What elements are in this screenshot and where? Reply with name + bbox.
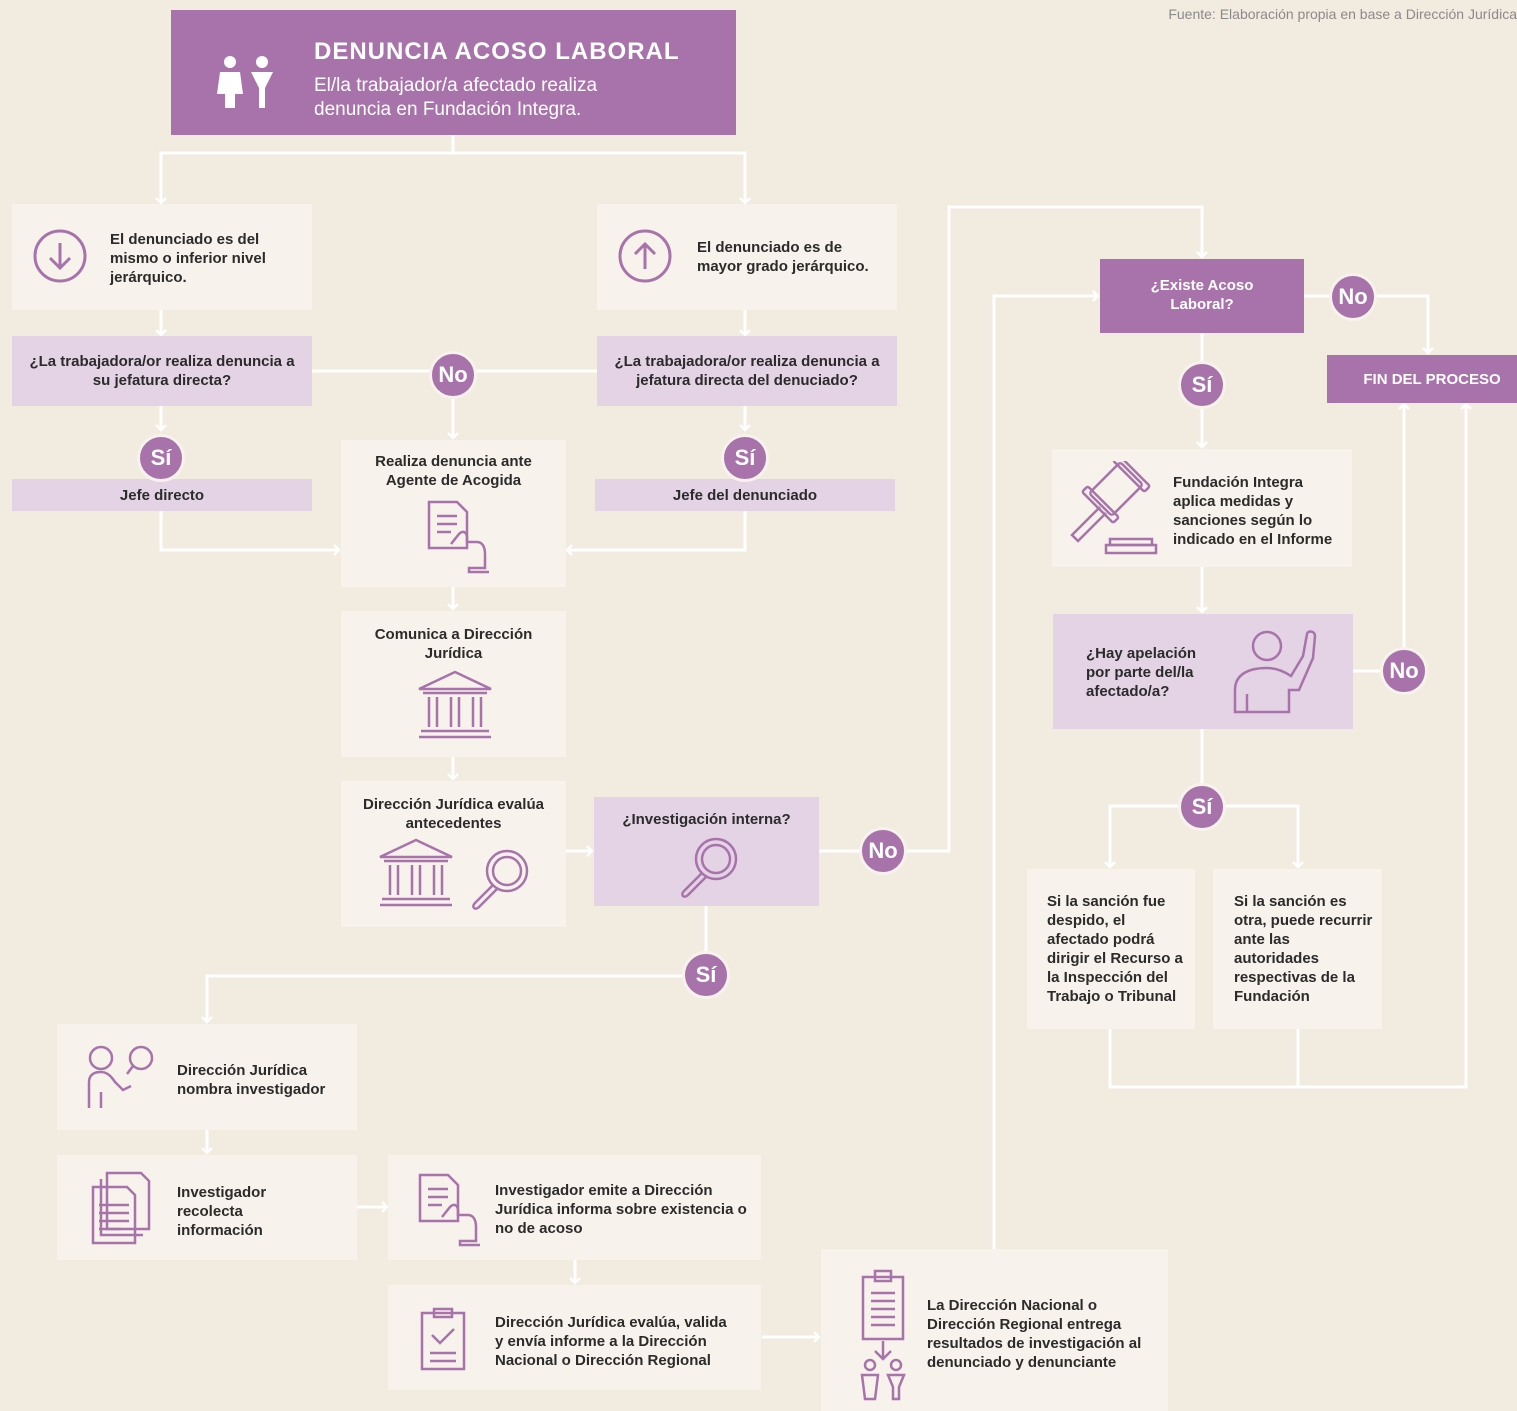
no-badge-appeal: No [1380,647,1428,695]
clipboard-check-icon [420,1307,466,1371]
clipboard-list-icon [860,1269,906,1401]
yes-badge-right: Sí [721,434,769,482]
communicate-text: Comunica a Dirección Jurídica [374,626,533,662]
internal-question-text: ¿Investigación interna? [622,811,791,828]
source-note: Fuente: Elaboración propia en base a Dir… [1168,6,1517,22]
communicate-box: Comunica a Dirección Jurídica [341,611,566,757]
right-question-text: ¿La trabajadora/or realiza denuncia a je… [614,353,880,389]
raised-hand-person-icon [1233,630,1317,714]
deliver-box: La Dirección Nacional o Dirección Region… [821,1249,1168,1411]
right-target-text: Jefe del denunciado [672,487,818,504]
arrow-up-circle-icon [618,229,672,283]
magnifier-icon [681,837,738,898]
presenter-icon [87,1045,154,1108]
institution-icon [379,838,453,907]
right-case-box: El denunciado es de mayor grado jerárqui… [597,204,897,310]
dismissal-box: Si la sanción fue despido, el afectado p… [1027,869,1195,1029]
collect-text: Investigador recolecta información [177,1184,267,1239]
left-question-box: ¿La trabajadora/or realiza denuncia a su… [12,336,312,406]
no-badge-center: No [429,351,477,399]
documents-icon [91,1171,151,1245]
other-box: Si la sanción es otra, puede recurrir an… [1213,869,1382,1029]
end-text: FIN DEL PROCESO [1363,371,1501,388]
right-question-box: ¿La trabajadora/or realiza denuncia a je… [597,336,897,406]
right-case-text: El denunciado es de mayor grado jerárqui… [697,239,869,275]
other-text: Si la sanción es otra, puede recurrir an… [1234,893,1373,1005]
end-box: FIN DEL PROCESO [1327,355,1517,403]
left-target-box: Jefe directo [12,479,312,511]
evaluate-text: Dirección Jurídica evalúa antecedentes [363,796,544,832]
yes-badge-left: Sí [137,434,185,482]
left-case-text: El denunciado es del mismo o inferior ni… [110,231,266,286]
magnifier-icon [472,849,529,910]
appeal-question-box: ¿Hay apelación por parte del/la afectado… [1053,614,1353,729]
appoint-text: Dirección Jurídica nombra investigador [177,1062,326,1098]
sanction-box: Fundación Integra aplica medidas y sanci… [1052,449,1352,567]
agent-box: Realiza denuncia ante Agente de Acogida [341,440,566,587]
exists-question-text: ¿Existe Acoso Laboral? [1150,277,1254,313]
header-title: DENUNCIA ACOSO LABORAL [314,38,680,65]
internal-question-box: ¿Investigación interna? [594,797,819,906]
validate-text: Dirección Jurídica evalúa, valida y enví… [495,1314,727,1369]
validate-box: Dirección Jurídica evalúa, valida y enví… [388,1285,761,1390]
left-question-text: ¿La trabajadora/or realiza denuncia a su… [29,353,295,389]
document-hand-icon [427,500,489,574]
evaluate-box: Dirección Jurídica evalúa antecedentes [341,781,566,927]
no-badge-internal: No [859,827,907,875]
yes-badge-internal: Sí [682,951,730,999]
yes-badge-appeal: Sí [1178,783,1226,831]
left-case-box: El denunciado es del mismo o inferior ni… [12,204,312,310]
deliver-text: La Dirección Nacional o Dirección Region… [927,1297,1142,1371]
header-box: DENUNCIA ACOSO LABORAL El/la trabajador/… [171,10,736,135]
appeal-question-text: ¿Hay apelación por parte del/la afectado… [1086,645,1197,700]
people-icon [217,56,273,108]
exists-question-box: ¿Existe Acoso Laboral? [1100,259,1304,333]
gavel-icon [1070,461,1158,555]
sanction-text: Fundación Integra aplica medidas y sanci… [1173,474,1333,548]
yes-badge-exists: Sí [1178,361,1226,409]
arrow-down-circle-icon [33,229,87,283]
report-text: Investigador emite a Dirección Jurídica … [495,1182,747,1237]
institution-icon [418,670,492,739]
right-target-box: Jefe del denunciado [595,479,895,511]
appoint-box: Dirección Jurídica nombra investigador [57,1024,357,1130]
no-badge-exists: No [1329,273,1377,321]
header-subtitle: El/la trabajador/a afectado realiza denu… [314,75,598,120]
dismissal-text: Si la sanción fue despido, el afectado p… [1047,893,1183,1005]
left-target-text: Jefe directo [119,487,205,504]
document-hand-icon [418,1173,480,1247]
collect-box: Investigador recolecta información [57,1155,357,1260]
report-box: Investigador emite a Dirección Jurídica … [388,1155,761,1260]
agent-text: Realiza denuncia ante Agente de Acogida [375,453,532,489]
